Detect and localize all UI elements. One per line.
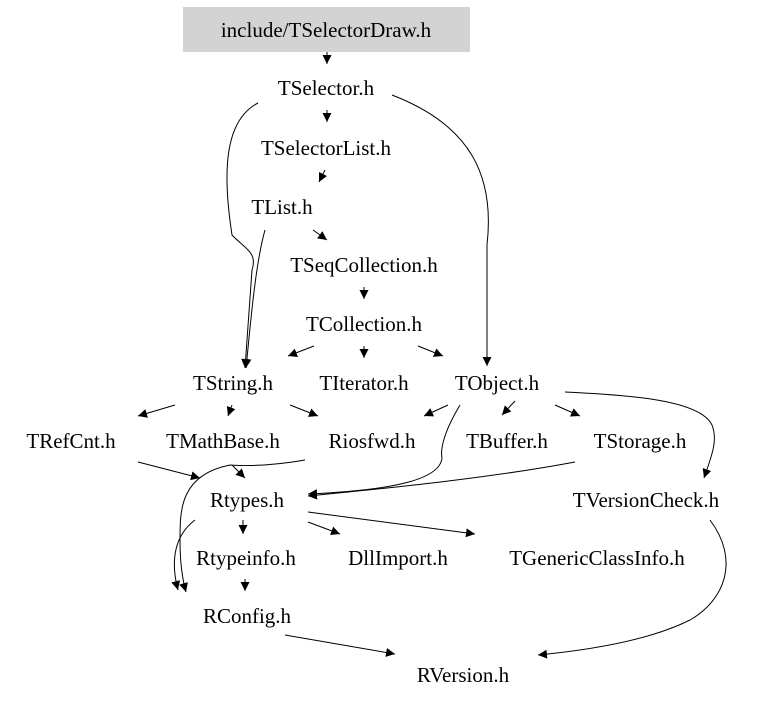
edge-tstring-riosfwd xyxy=(289,404,319,417)
node-tmathbase[interactable]: TMathBase.h xyxy=(166,429,280,453)
node-riosfwd[interactable]: Riosfwd.h xyxy=(329,429,416,453)
node-rtypes[interactable]: Rtypes.h xyxy=(210,488,285,512)
edge-tobject-tversioncheck xyxy=(564,391,715,479)
node-rconfig[interactable]: RConfig.h xyxy=(203,604,292,628)
edge-tselectorlist-tlist xyxy=(318,169,328,183)
edge-tobject-tbuffer xyxy=(501,400,516,416)
edge-tobject-riosfwd xyxy=(423,404,449,417)
node-include-tselectordraw-box xyxy=(183,7,470,52)
node-dllimport[interactable]: DllImport.h xyxy=(348,546,448,570)
node-tseqcollection[interactable]: TSeqCollection.h xyxy=(290,253,438,277)
edge-tobject-rtypes xyxy=(307,404,461,499)
edges-layer xyxy=(137,52,727,659)
edge-rtypes-tgenericclassinfo xyxy=(307,511,476,538)
node-rtypeinfo[interactable]: Rtypeinfo.h xyxy=(196,546,296,570)
node-tselector[interactable]: TSelector.h xyxy=(278,76,375,100)
edge-rtypes-rconfig xyxy=(171,519,196,591)
edge-tlist-tstring xyxy=(242,229,266,369)
node-tgenericclassinfo[interactable]: TGenericClassInfo.h xyxy=(509,546,685,570)
edge-tmathbase-rtypes xyxy=(231,464,246,479)
node-tcollection[interactable]: TCollection.h xyxy=(306,312,423,336)
edge-tcollection-tstring xyxy=(287,345,315,357)
node-tbuffer[interactable]: TBuffer.h xyxy=(466,429,548,453)
node-tversioncheck[interactable]: TVersionCheck.h xyxy=(573,488,720,512)
edge-tcollection-tobject xyxy=(417,345,444,357)
edge-riosfwd-rconfig xyxy=(179,459,306,593)
node-include-tselectordraw[interactable]: include/TSelectorDraw.h xyxy=(221,18,432,42)
node-tselectorlist[interactable]: TSelectorList.h xyxy=(261,136,392,160)
edge-tstorage-rtypes xyxy=(307,461,576,500)
node-tobject[interactable]: TObject.h xyxy=(455,371,540,395)
node-titerator[interactable]: TIterator.h xyxy=(319,371,409,395)
node-rversion[interactable]: RVersion.h xyxy=(417,663,510,687)
nodes-layer: include/TSelectorDraw.h TSelector.h TSel… xyxy=(26,7,720,687)
edge-rtypes-dllimport xyxy=(307,521,341,536)
edge-tstring-rtypes xyxy=(137,461,201,481)
edge-tstring-tmathbase xyxy=(226,404,236,417)
edge-tlist-tseqcollection xyxy=(312,229,328,241)
edge-tobject-tstorage xyxy=(554,404,581,417)
node-trefcnt[interactable]: TRefCnt.h xyxy=(26,429,116,453)
node-tstorage[interactable]: TStorage.h xyxy=(594,429,687,453)
edge-rconfig-rversion xyxy=(284,634,396,657)
edge-tversioncheck-rversion xyxy=(537,519,727,659)
node-tlist[interactable]: TList.h xyxy=(251,195,313,219)
edge-tselector-tobject xyxy=(391,94,492,366)
edge-tstring-trefcnt xyxy=(137,404,176,418)
edge-tselector-tstring xyxy=(226,102,259,369)
node-tstring[interactable]: TString.h xyxy=(193,371,273,395)
